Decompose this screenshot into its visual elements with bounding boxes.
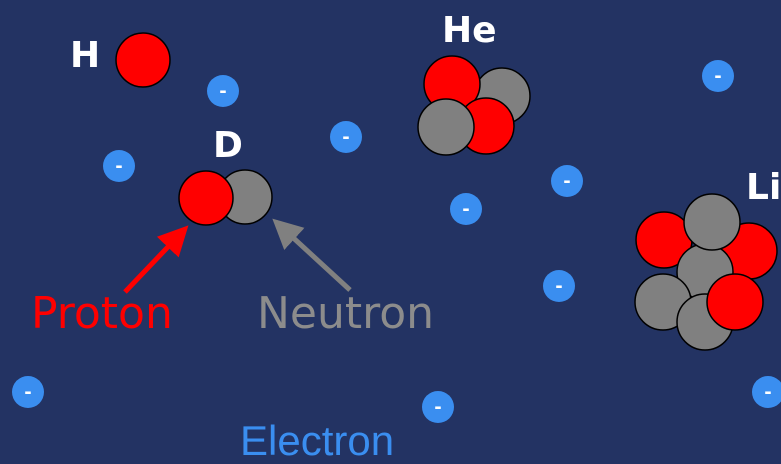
deuterium-label: D — [213, 125, 243, 166]
svg-text:-: - — [462, 199, 469, 220]
electron: - — [752, 376, 781, 408]
svg-text:-: - — [714, 66, 721, 87]
electron: - — [103, 150, 135, 182]
svg-text:-: - — [342, 127, 349, 148]
helium-label: He — [442, 10, 497, 51]
neutron-label: Neutron — [257, 288, 435, 339]
svg-text:-: - — [219, 81, 226, 102]
svg-text:-: - — [563, 171, 570, 192]
electron: - — [330, 121, 362, 153]
electron: - — [551, 165, 583, 197]
lithium-label: Li — [746, 167, 781, 208]
proton-label: Proton — [31, 288, 173, 339]
electron: - — [450, 193, 482, 225]
hydrogen-label: H — [70, 35, 101, 76]
helium-nucleus — [417, 55, 531, 156]
svg-text:-: - — [764, 382, 771, 403]
svg-text:-: - — [24, 382, 31, 403]
deuterium-nucleus — [178, 169, 273, 226]
hydrogen-nucleus — [115, 32, 171, 88]
electron-label: Electron — [240, 417, 395, 464]
neutron — [417, 98, 475, 156]
proton — [115, 32, 171, 88]
svg-text:-: - — [434, 397, 441, 418]
electron: - — [702, 60, 734, 92]
lithium-nucleus — [634, 193, 778, 351]
proton — [178, 170, 234, 226]
electron: - — [543, 270, 575, 302]
electron: - — [422, 391, 454, 423]
svg-text:-: - — [555, 276, 562, 297]
electron: - — [12, 376, 44, 408]
proton-arrow — [123, 225, 189, 294]
proton — [706, 273, 764, 331]
svg-text:-: - — [115, 156, 122, 177]
neutron — [683, 193, 741, 251]
neutron-arrow — [272, 218, 352, 292]
electron: - — [207, 75, 239, 107]
